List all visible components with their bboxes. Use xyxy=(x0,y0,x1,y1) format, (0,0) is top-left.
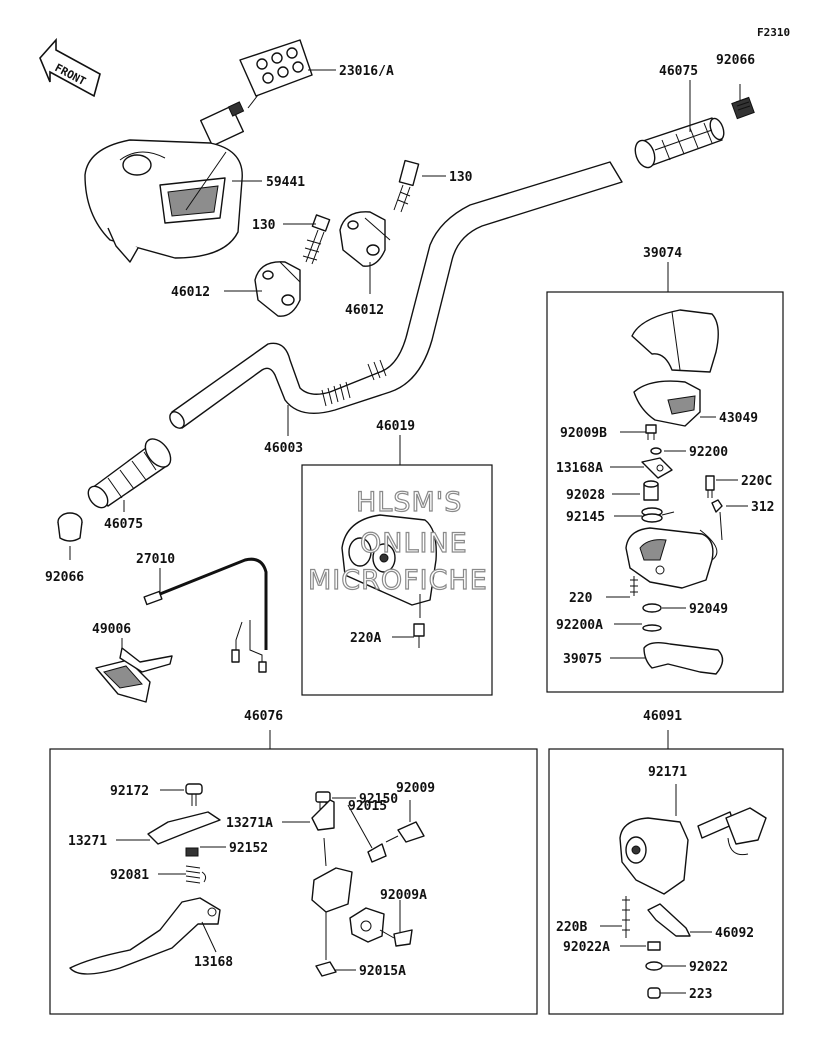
watermark-line-3: MICROFICHE xyxy=(308,565,488,596)
switch-46091 xyxy=(619,807,767,999)
bolt-130-left xyxy=(302,214,331,265)
grip-46075-right xyxy=(634,117,725,169)
bolt-130-right xyxy=(393,159,420,213)
label-46091: 46091 xyxy=(643,709,682,724)
box-46076 xyxy=(49,748,538,1015)
label-220c: 220C xyxy=(741,474,772,489)
label-39074: 39074 xyxy=(643,246,682,261)
label-92009a: 92009A xyxy=(380,888,427,903)
label-46076: 46076 xyxy=(244,709,283,724)
label-46003: 46003 xyxy=(264,441,303,456)
label-92009b: 92009B xyxy=(560,426,607,441)
holder-46012-right xyxy=(339,211,386,267)
label-13271a: 13271A xyxy=(226,816,273,831)
box-46019 xyxy=(301,464,493,696)
label-46075-right: 46075 xyxy=(659,64,698,79)
throttle-bottom-parts xyxy=(630,576,724,675)
switch-46019 xyxy=(341,514,437,648)
label-220b: 220B xyxy=(556,920,587,935)
label-13271: 13271 xyxy=(68,834,107,849)
label-92015: 92015 xyxy=(348,799,387,814)
throttle-cover-39074 xyxy=(631,309,719,373)
label-46075-left: 46075 xyxy=(104,517,143,532)
label-92028: 92028 xyxy=(566,488,605,503)
label-46012-right: 46012 xyxy=(345,303,384,318)
part-labels: 23016/A 59441 130 130 46012 46012 46003 … xyxy=(45,53,774,1002)
label-59441: 59441 xyxy=(266,175,305,190)
label-130-right: 130 xyxy=(449,170,473,185)
watermark: HLSM'S ONLINE MICROFICHE xyxy=(307,486,488,596)
label-92145: 92145 xyxy=(566,510,605,525)
throttle-small-parts xyxy=(641,424,723,523)
watermark-line-1: HLSM'S xyxy=(356,487,462,518)
box-39074 xyxy=(546,291,784,693)
brake-switch-parts xyxy=(311,791,425,977)
label-43049: 43049 xyxy=(719,411,758,426)
label-92200: 92200 xyxy=(689,445,728,460)
label-92150: 92150 xyxy=(359,792,398,807)
figure-code: F2310 xyxy=(757,26,790,39)
label-92200a: 92200A xyxy=(556,618,603,633)
label-130-left: 130 xyxy=(252,218,276,233)
front-arrow-icon: FRONT xyxy=(39,37,101,98)
label-223: 223 xyxy=(689,987,712,1002)
label-92015a: 92015A xyxy=(359,964,406,979)
meter-unit-23016 xyxy=(199,39,313,147)
label-92172: 92172 xyxy=(110,784,149,799)
bracket-49006 xyxy=(95,647,173,703)
label-27010: 27010 xyxy=(136,552,175,567)
label-92022: 92022 xyxy=(689,960,728,975)
label-92022a: 92022A xyxy=(563,940,610,955)
handlebar-46003 xyxy=(169,161,623,429)
end-cap-92066-left xyxy=(57,512,83,542)
throttle-cover-43049 xyxy=(633,380,701,427)
watermark-line-2: ONLINE xyxy=(360,528,468,559)
throttle-case xyxy=(625,527,718,589)
label-13168: 13168 xyxy=(194,955,233,970)
label-92009: 92009 xyxy=(396,781,435,796)
label-92049: 92049 xyxy=(689,602,728,617)
label-92066-right: 92066 xyxy=(716,53,755,68)
cable-27010 xyxy=(143,557,268,673)
label-49006: 49006 xyxy=(92,622,131,637)
label-13168a: 13168A xyxy=(556,461,603,476)
label-92081: 92081 xyxy=(110,868,149,883)
label-46019: 46019 xyxy=(376,419,415,434)
label-92152: 92152 xyxy=(229,841,268,856)
brake-lever-parts xyxy=(69,783,221,975)
end-cap-92066-right xyxy=(731,96,755,120)
grip-46075-left xyxy=(87,438,172,509)
label-46092: 46092 xyxy=(715,926,754,941)
label-92066-left: 92066 xyxy=(45,570,84,585)
label-39075: 39075 xyxy=(563,652,602,667)
handlebar-cover-59441 xyxy=(84,139,243,263)
leader-lines xyxy=(69,69,748,994)
label-46012-left: 46012 xyxy=(171,285,210,300)
label-92171: 92171 xyxy=(648,765,687,780)
label-312: 312 xyxy=(751,500,774,515)
label-23016a: 23016/A xyxy=(339,64,394,79)
box-46091 xyxy=(548,748,784,1015)
label-220: 220 xyxy=(569,591,593,606)
holder-46012-left xyxy=(254,261,301,317)
label-220a: 220A xyxy=(350,631,381,646)
